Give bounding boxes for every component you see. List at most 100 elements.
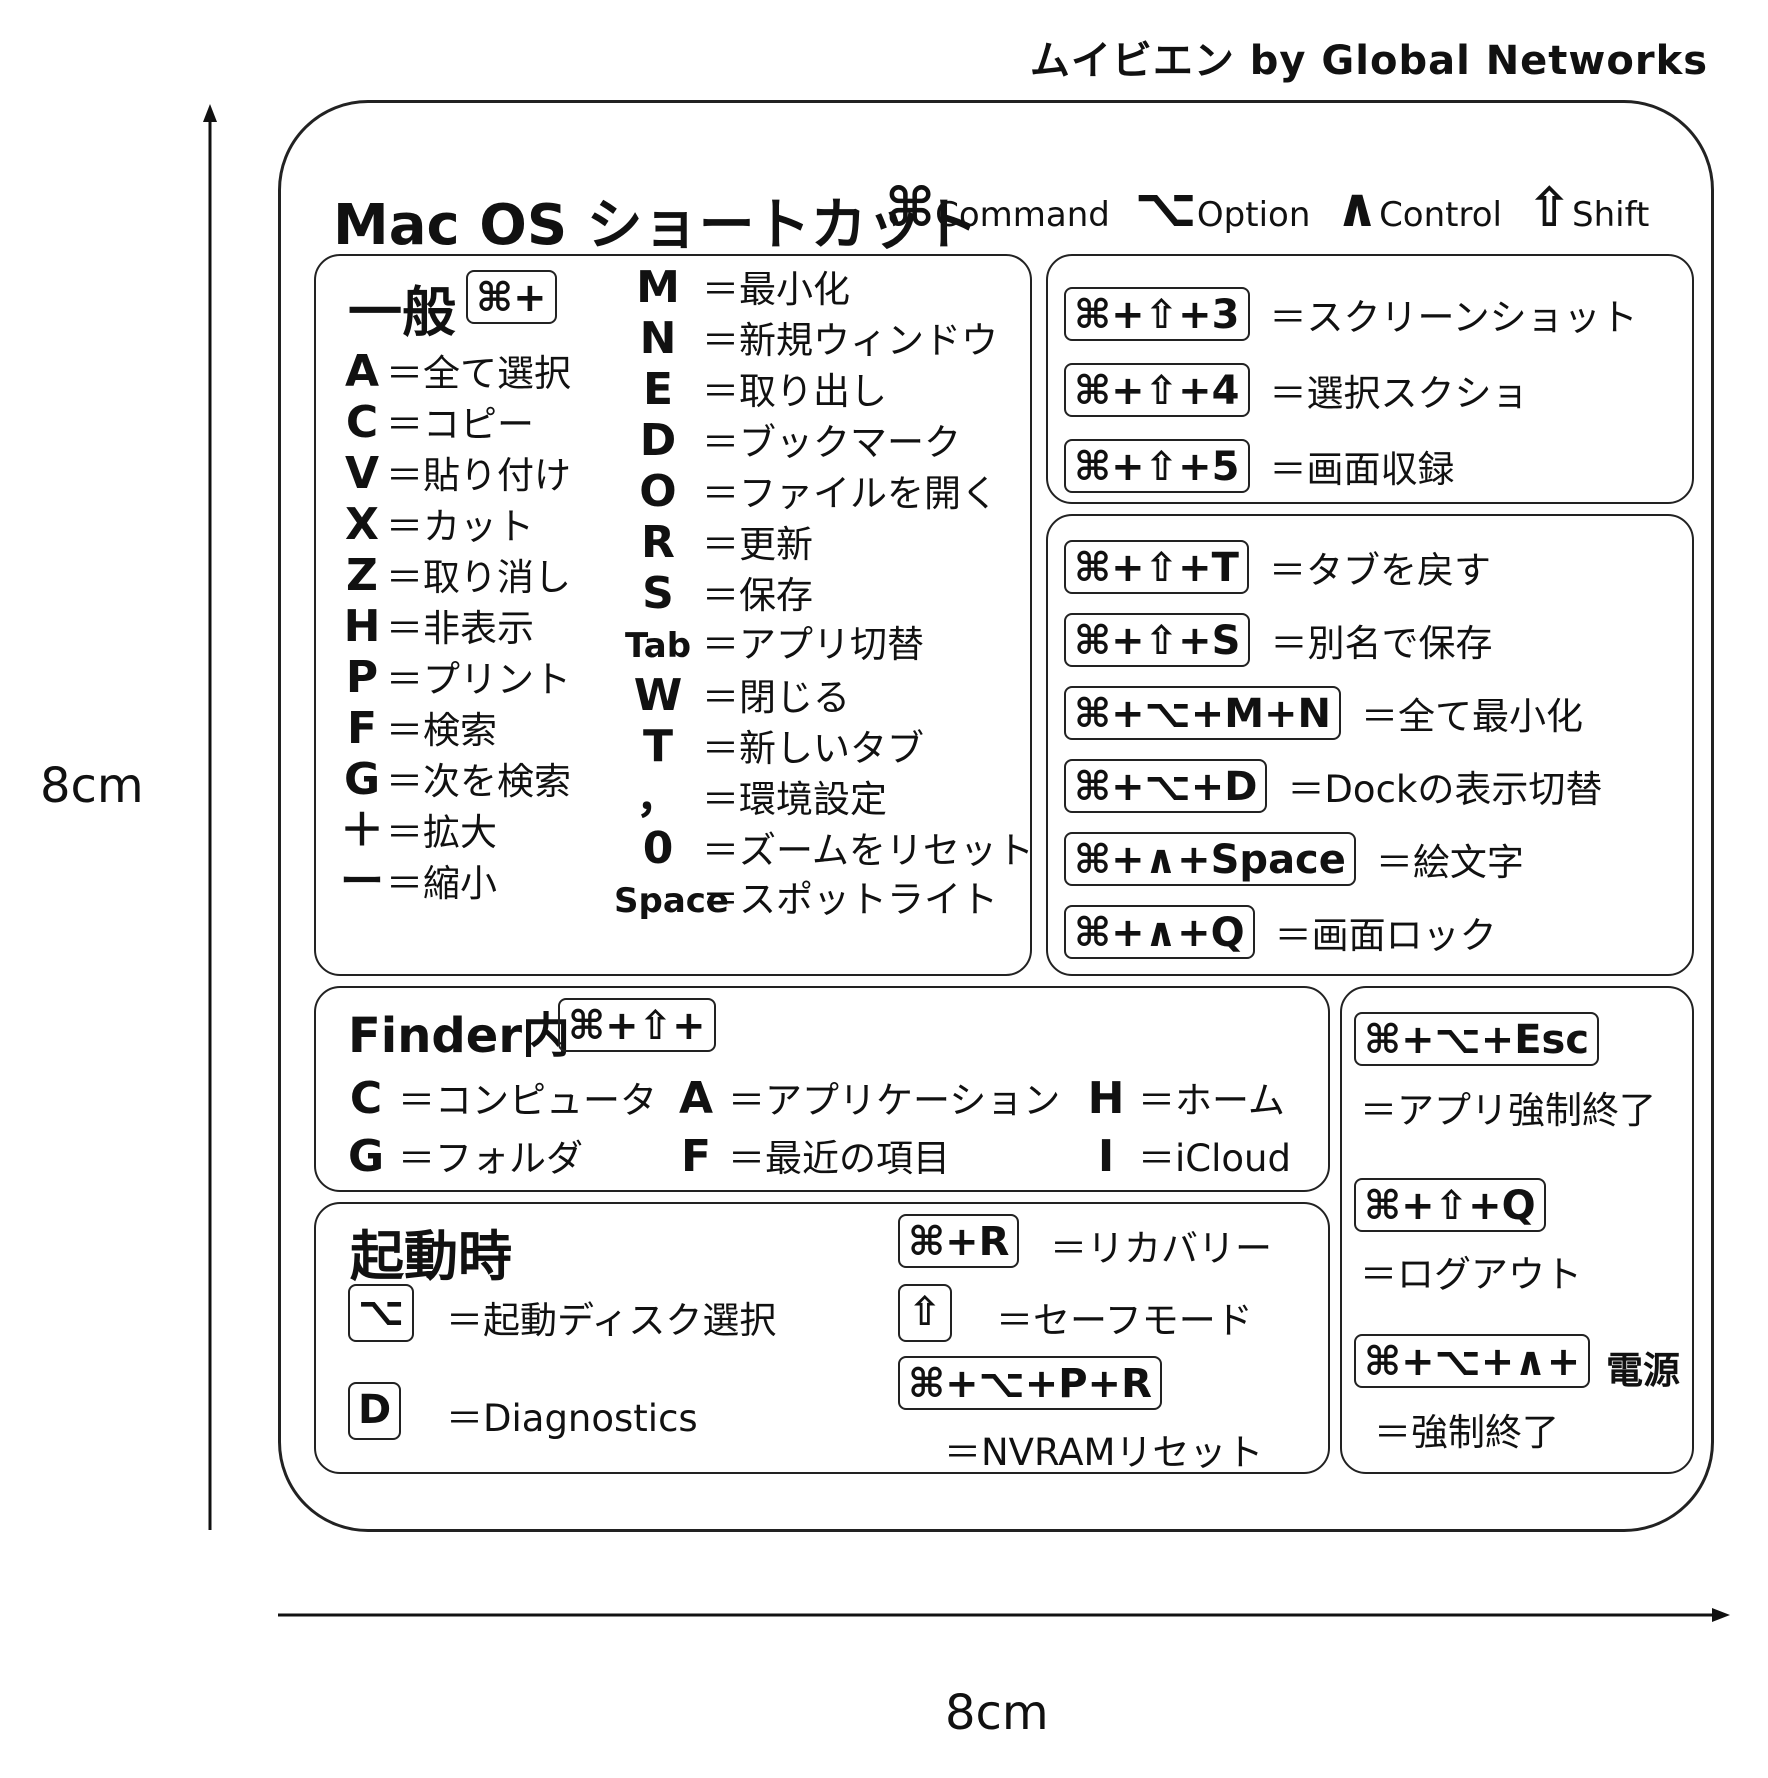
combo-desc: ＝別名で保存 xyxy=(1270,621,1493,665)
list-item: D＝ブックマーク xyxy=(614,415,1024,466)
shortcut-key: A xyxy=(344,346,380,397)
combo-row: ⌘+⇧+4 ＝選択スクショ xyxy=(1064,352,1638,428)
shortcut-desc: ＝カット xyxy=(386,505,534,548)
shortcut-desc: ＝アプリ切替 xyxy=(702,623,924,666)
power-desc-force-shutdown: ＝強制終了 xyxy=(1374,1411,1559,1454)
list-item: 0＝ズームをリセット xyxy=(614,823,1034,874)
combo-row: ⌘+⌥+D ＝Dockの表示切替 xyxy=(1064,749,1602,822)
general-section xyxy=(314,254,1032,976)
shortcut-desc: ＝取り出し xyxy=(702,370,887,413)
horizontal-arrow-head xyxy=(1712,1608,1730,1622)
startup-desc-shift: ＝セーフモード xyxy=(996,1299,1253,1342)
shortcut-desc: ＝スポットライト xyxy=(702,878,998,921)
combo-row: ⌘+∧+Q＝画面ロック xyxy=(1064,895,1602,968)
power-key-force-shutdown: ⌘+⌥+∧+ xyxy=(1354,1334,1591,1388)
finder-prefix-key: ⌘+⇧+ xyxy=(558,998,716,1052)
shortcut-key: Space xyxy=(614,881,729,921)
list-item: T ＝新しいタブ xyxy=(614,721,1024,772)
list-item: Space＝スポットライト xyxy=(614,874,1024,925)
shortcut-desc: ＝新しいタブ xyxy=(702,727,924,770)
shortcut-desc: ＝プリント xyxy=(386,658,571,701)
shortcut-desc: ＝縮小 xyxy=(386,862,497,905)
shortcut-key: X xyxy=(345,499,379,550)
finder-item: H ＝ホーム xyxy=(1082,1070,1322,1124)
combo-desc: ＝Dockの表示切替 xyxy=(1287,767,1603,811)
combo-row: ⌘+⇧+5 ＝画面収録 xyxy=(1064,428,1638,504)
list-item: S＝保存 xyxy=(614,568,1024,619)
list-item: Tab＝アプリ切替 xyxy=(614,619,1024,670)
control-icon: ∧ xyxy=(1335,176,1380,239)
combo-key: ⌘+∧+Space xyxy=(1064,831,1356,886)
option-label: Option xyxy=(1196,195,1311,235)
shortcut-key: F xyxy=(346,703,378,754)
startup-desc-nvram: ＝NVRAMリセット xyxy=(944,1431,1264,1474)
power-key-force-quit-app: ⌘+⌥+Esc xyxy=(1354,1012,1600,1066)
shortcut-desc: ＝新規ウィンドウ xyxy=(702,319,998,362)
startup-title: 起動時 xyxy=(350,1225,512,1288)
power-section xyxy=(1340,986,1694,1474)
list-item: ー＝縮小 xyxy=(338,856,608,907)
power-suffix-label: 電源 xyxy=(1606,1349,1680,1392)
shortcut-desc: ＝全て選択 xyxy=(386,352,571,395)
shortcut-desc: ＝最小化 xyxy=(702,268,850,311)
list-item: N＝新規ウィンドウ xyxy=(614,313,1024,364)
shortcut-desc: ＝アプリケーション xyxy=(728,1079,1061,1122)
shortcut-key: R xyxy=(641,517,675,568)
list-item: W＝閉じる xyxy=(614,670,1024,721)
shortcut-key: G xyxy=(347,1131,385,1182)
power-desc-logout: ＝ログアウト xyxy=(1360,1253,1582,1296)
startup-desc-recovery: ＝リカバリー xyxy=(1050,1227,1272,1270)
shortcut-key: Z xyxy=(346,550,378,601)
combo-key: ⌘+⌥+D xyxy=(1064,758,1268,813)
shift-icon: ⇧ xyxy=(1526,176,1573,239)
shortcut-desc: ＝ファイルを開く xyxy=(702,472,998,515)
shortcut-key: W xyxy=(633,670,683,721)
shortcut-key: E xyxy=(642,364,674,415)
shortcut-desc: ＝ホーム xyxy=(1138,1079,1285,1122)
finder-item: F＝最近の項目 xyxy=(672,1128,1082,1182)
shortcut-key: T xyxy=(642,721,673,772)
combo-row: ⌘+⌥+M+N＝全て最小化 xyxy=(1064,676,1602,749)
vertical-arrow-head xyxy=(203,104,217,122)
shortcut-key: ＋ xyxy=(340,805,384,856)
general-prefix-key: ⌘+ xyxy=(466,270,557,324)
list-item: Z＝取り消し xyxy=(338,550,608,601)
power-desc-force-quit-app: ＝アプリ強制終了 xyxy=(1360,1089,1656,1132)
shortcut-key: H xyxy=(1087,1073,1125,1124)
horizontal-dimension-label: 8cm xyxy=(945,1685,1049,1741)
combo-row: ⌘+⇧+S ＝別名で保存 xyxy=(1064,603,1602,676)
combo-desc: ＝画面収録 xyxy=(1269,448,1455,491)
combo-key: ⌘+⇧+4 xyxy=(1064,363,1250,417)
list-item: X＝カット xyxy=(338,499,608,550)
list-item: ＋＝拡大 xyxy=(338,805,608,856)
combo-key: ⌘+⇧+S xyxy=(1064,612,1251,667)
shortcut-desc: ＝取り消し xyxy=(386,556,571,599)
shortcut-key: I xyxy=(1097,1131,1115,1182)
list-item: P＝プリント xyxy=(338,652,608,703)
shortcut-desc: ＝最近の項目 xyxy=(728,1137,950,1180)
combo-desc: ＝選択スクショ xyxy=(1269,372,1529,415)
startup-desc-d: ＝Diagnostics xyxy=(446,1397,698,1440)
combo-desc: ＝スクリーンショット xyxy=(1269,296,1638,339)
shortcut-key: Tab xyxy=(624,626,692,666)
list-item: C＝コピー xyxy=(338,397,608,448)
shortcut-desc: ＝ズームをリセット xyxy=(702,829,1034,872)
finder-item: A＝アプリケーション xyxy=(672,1070,1082,1124)
shortcut-desc: ＝更新 xyxy=(702,523,813,566)
shortcut-desc: ＝貼り付け xyxy=(386,454,571,497)
shortcut-desc: ＝フォルダ xyxy=(398,1137,583,1180)
list-item: O＝ファイルを開く xyxy=(614,466,1024,517)
combo-key: ⌘+∧+Q xyxy=(1064,904,1255,959)
modifier-legend: ⌘Command ⌥Option ∧Control ⇧Shift xyxy=(885,176,1649,239)
misc-section xyxy=(1046,514,1694,976)
shortcut-desc: ＝非表示 xyxy=(386,607,534,650)
combo-key: ⌘+⇧+5 xyxy=(1064,439,1250,493)
finder-item: C＝コンピュータ xyxy=(342,1070,672,1124)
startup-key-option: ⌥ xyxy=(348,1284,415,1342)
shortcut-key: V xyxy=(344,448,380,499)
list-item: A＝全て選択 xyxy=(338,346,608,397)
shortcut-key: P xyxy=(345,652,379,703)
